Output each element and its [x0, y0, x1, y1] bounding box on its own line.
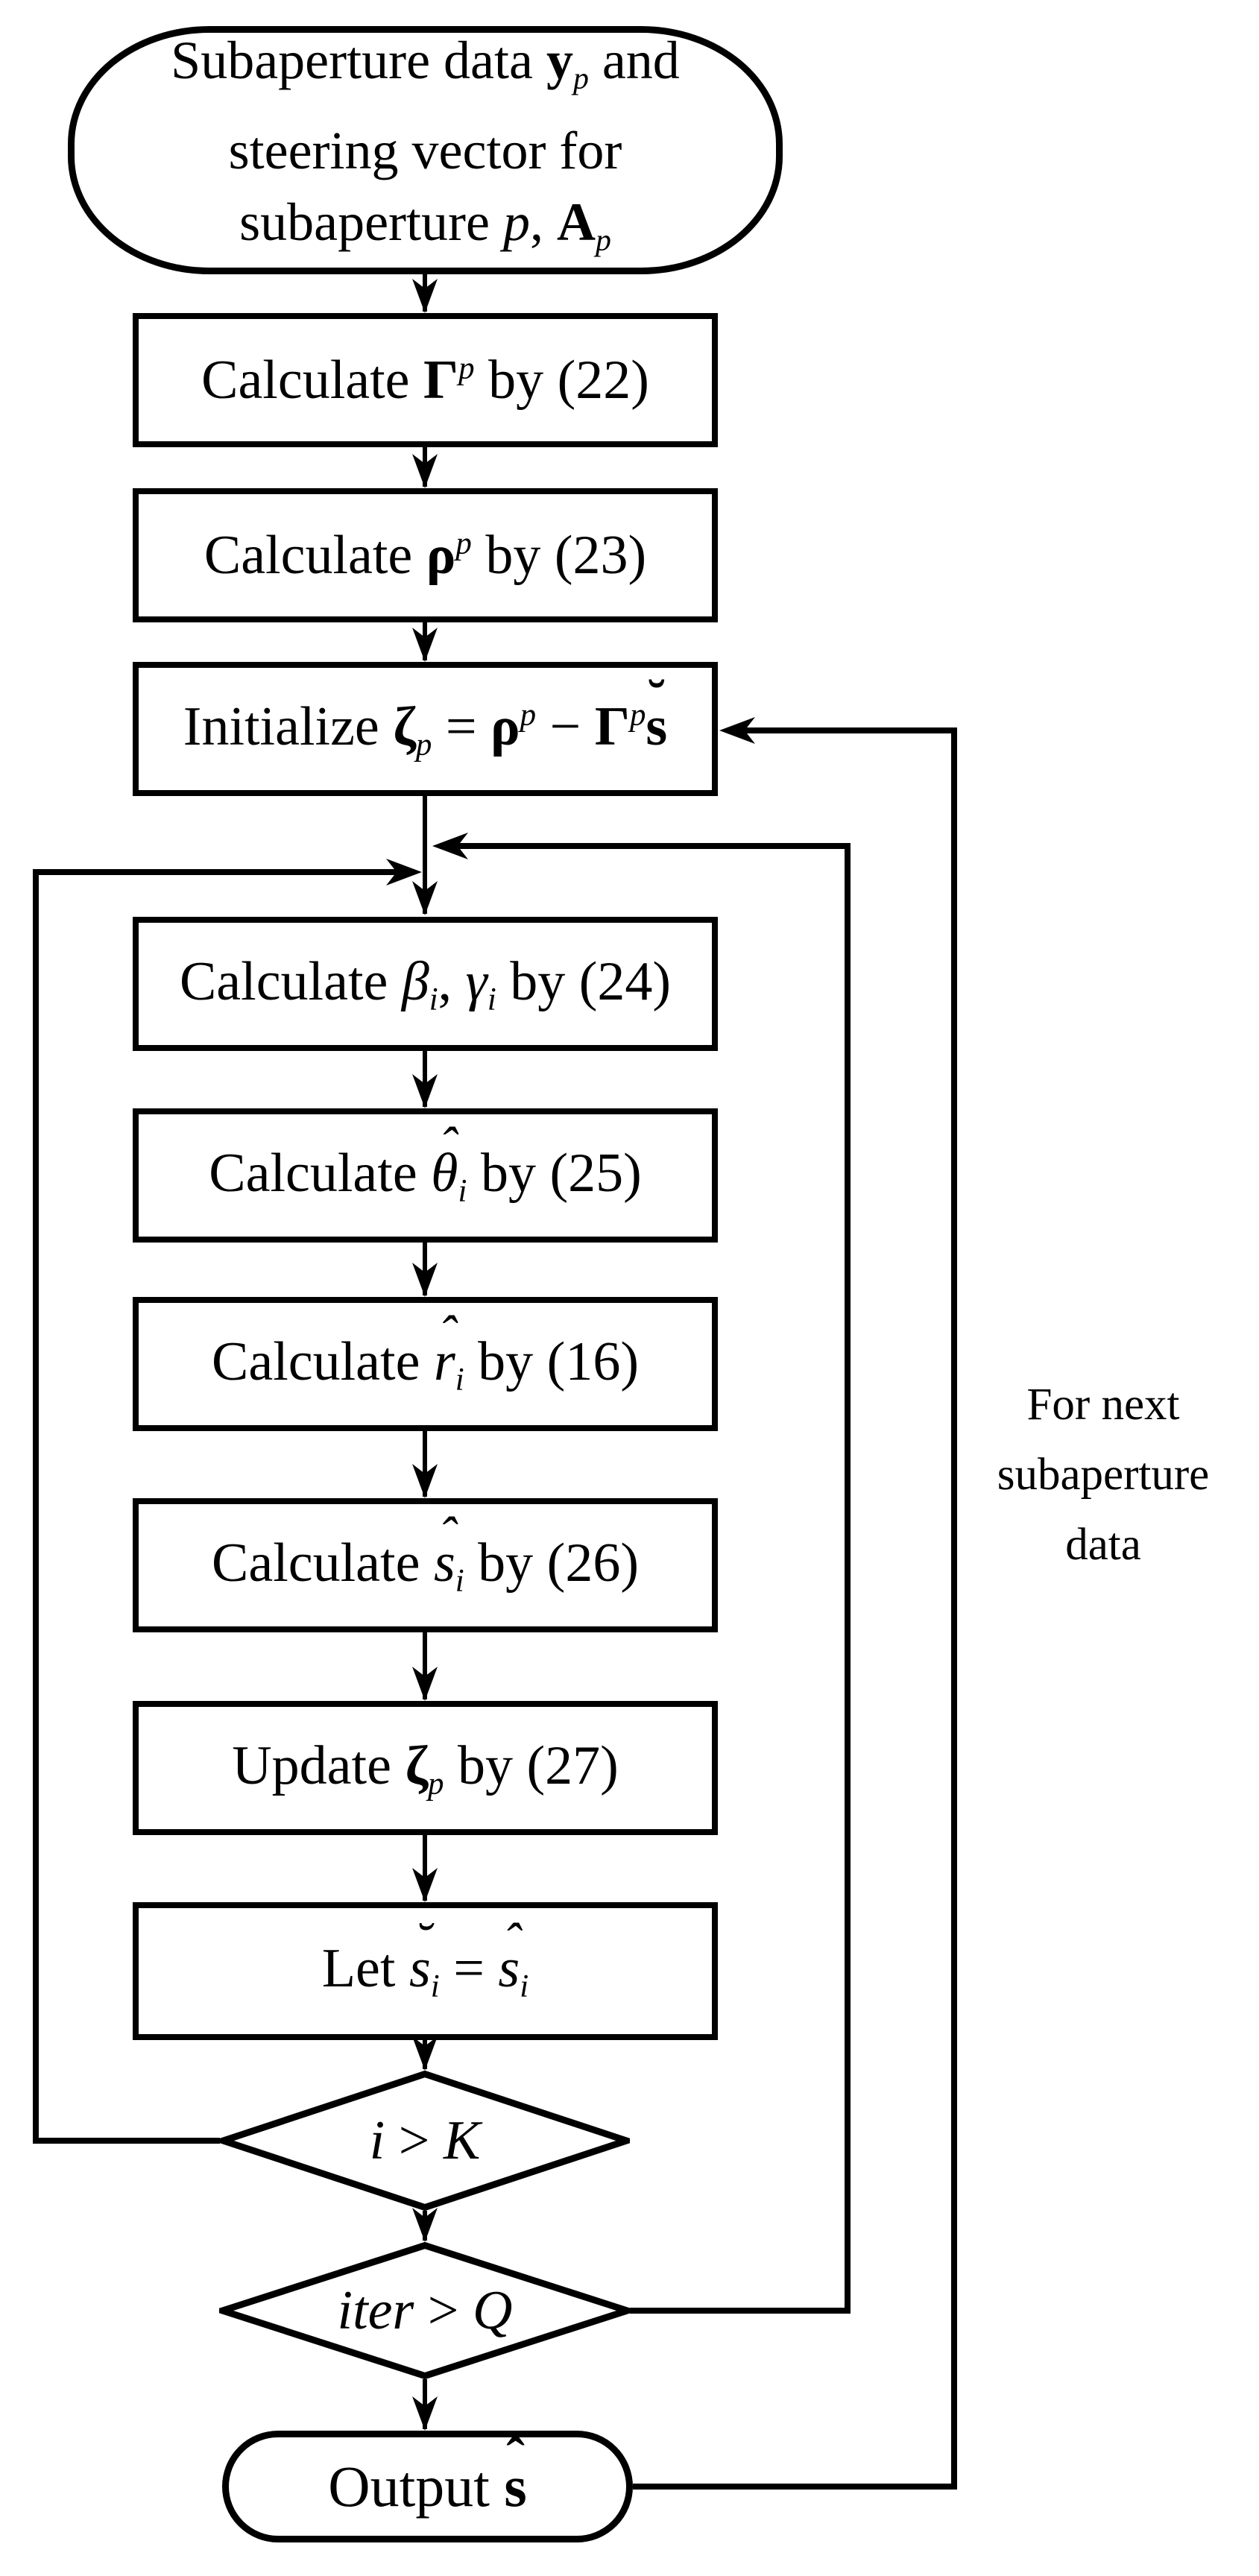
- arrowhead-into-calc-theta: [412, 1074, 438, 1108]
- decision-iter-gt-q: iter > Q: [219, 2242, 631, 2379]
- start-line-2: steering vector for: [228, 120, 622, 180]
- arrowhead-into-i-gt-k: [412, 2036, 438, 2071]
- arrowhead-into-update-zeta: [412, 1667, 438, 1701]
- arrowhead-into-let-s: [412, 1868, 438, 1902]
- process-initialize-zeta: Initialize ζp = ρp − Γp˘s: [133, 662, 718, 796]
- start-line-1: Subaperture data yp and: [171, 31, 680, 96]
- process-calc-gamma: Calculate Γp by (22): [133, 313, 718, 447]
- arrowhead-into-calc-r: [412, 1263, 438, 1297]
- terminal-start: Subaperture data yp and steering vector …: [68, 26, 783, 274]
- arrowhead-into-calc-rho: [412, 454, 438, 488]
- loop-annotation: For next subaperture data: [997, 1380, 1210, 1570]
- process-calc-beta-gamma-label: Calculate βi, γi by (24): [179, 950, 672, 1017]
- arrowhead-junction-from-right: [432, 833, 468, 859]
- process-calc-rho-label: Calculate ρp by (23): [203, 524, 647, 586]
- start-line-3: subaperture p, Ap: [239, 192, 611, 257]
- process-calc-gamma-label: Calculate Γp by (22): [201, 349, 649, 411]
- arrowhead-junction-from-left: [386, 859, 422, 886]
- process-calc-rho: Calculate ρp by (23): [133, 488, 718, 622]
- arrowhead-into-output: [412, 2396, 438, 2431]
- decision-iter-gt-q-label: iter > Q: [337, 2279, 513, 2341]
- arrowhead-into-initialize-right: [719, 717, 755, 744]
- process-update-zeta: Update ζp by (27): [133, 1701, 718, 1835]
- process-update-zeta-label: Update ζp by (27): [232, 1734, 619, 1802]
- arrowhead-into-calc-beta: [412, 881, 438, 915]
- decision-i-gt-k-label: i > K: [369, 2109, 481, 2171]
- arrowhead-into-calc-gamma: [412, 279, 438, 313]
- process-calc-beta-gamma: Calculate βi, γi by (24): [133, 917, 718, 1051]
- arrowhead-into-iter-gt-q: [412, 2208, 438, 2242]
- process-initialize-zeta-label: Initialize ζp = ρp − Γp˘s: [183, 670, 668, 763]
- arrowhead-into-calc-s: [412, 1464, 438, 1498]
- arrowhead-into-initialize: [412, 628, 438, 662]
- decision-i-gt-k: i > K: [220, 2071, 630, 2211]
